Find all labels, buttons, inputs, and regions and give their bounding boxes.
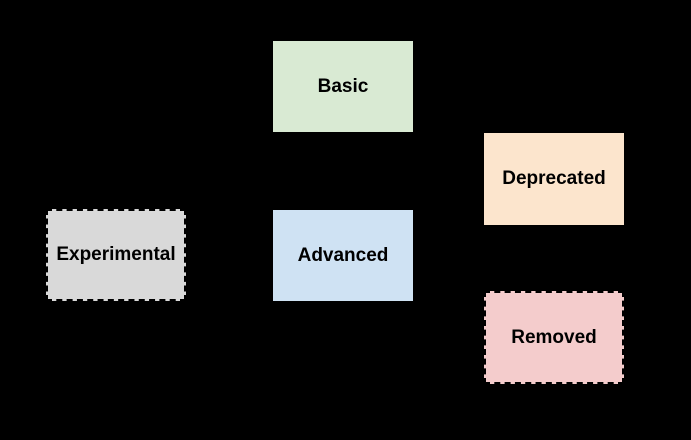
- node-label-removed: Removed: [511, 326, 597, 348]
- node-advanced: Advanced: [273, 210, 413, 301]
- node-experimental: Experimental: [46, 209, 186, 301]
- node-label-deprecated: Deprecated: [502, 168, 606, 189]
- node-label-basic: Basic: [317, 75, 369, 97]
- node-label-experimental: Experimental: [56, 244, 176, 265]
- node-label-advanced: Advanced: [297, 244, 389, 266]
- node-deprecated: Deprecated: [484, 133, 624, 225]
- node-basic: Basic: [273, 41, 413, 132]
- node-removed: Removed: [484, 291, 624, 384]
